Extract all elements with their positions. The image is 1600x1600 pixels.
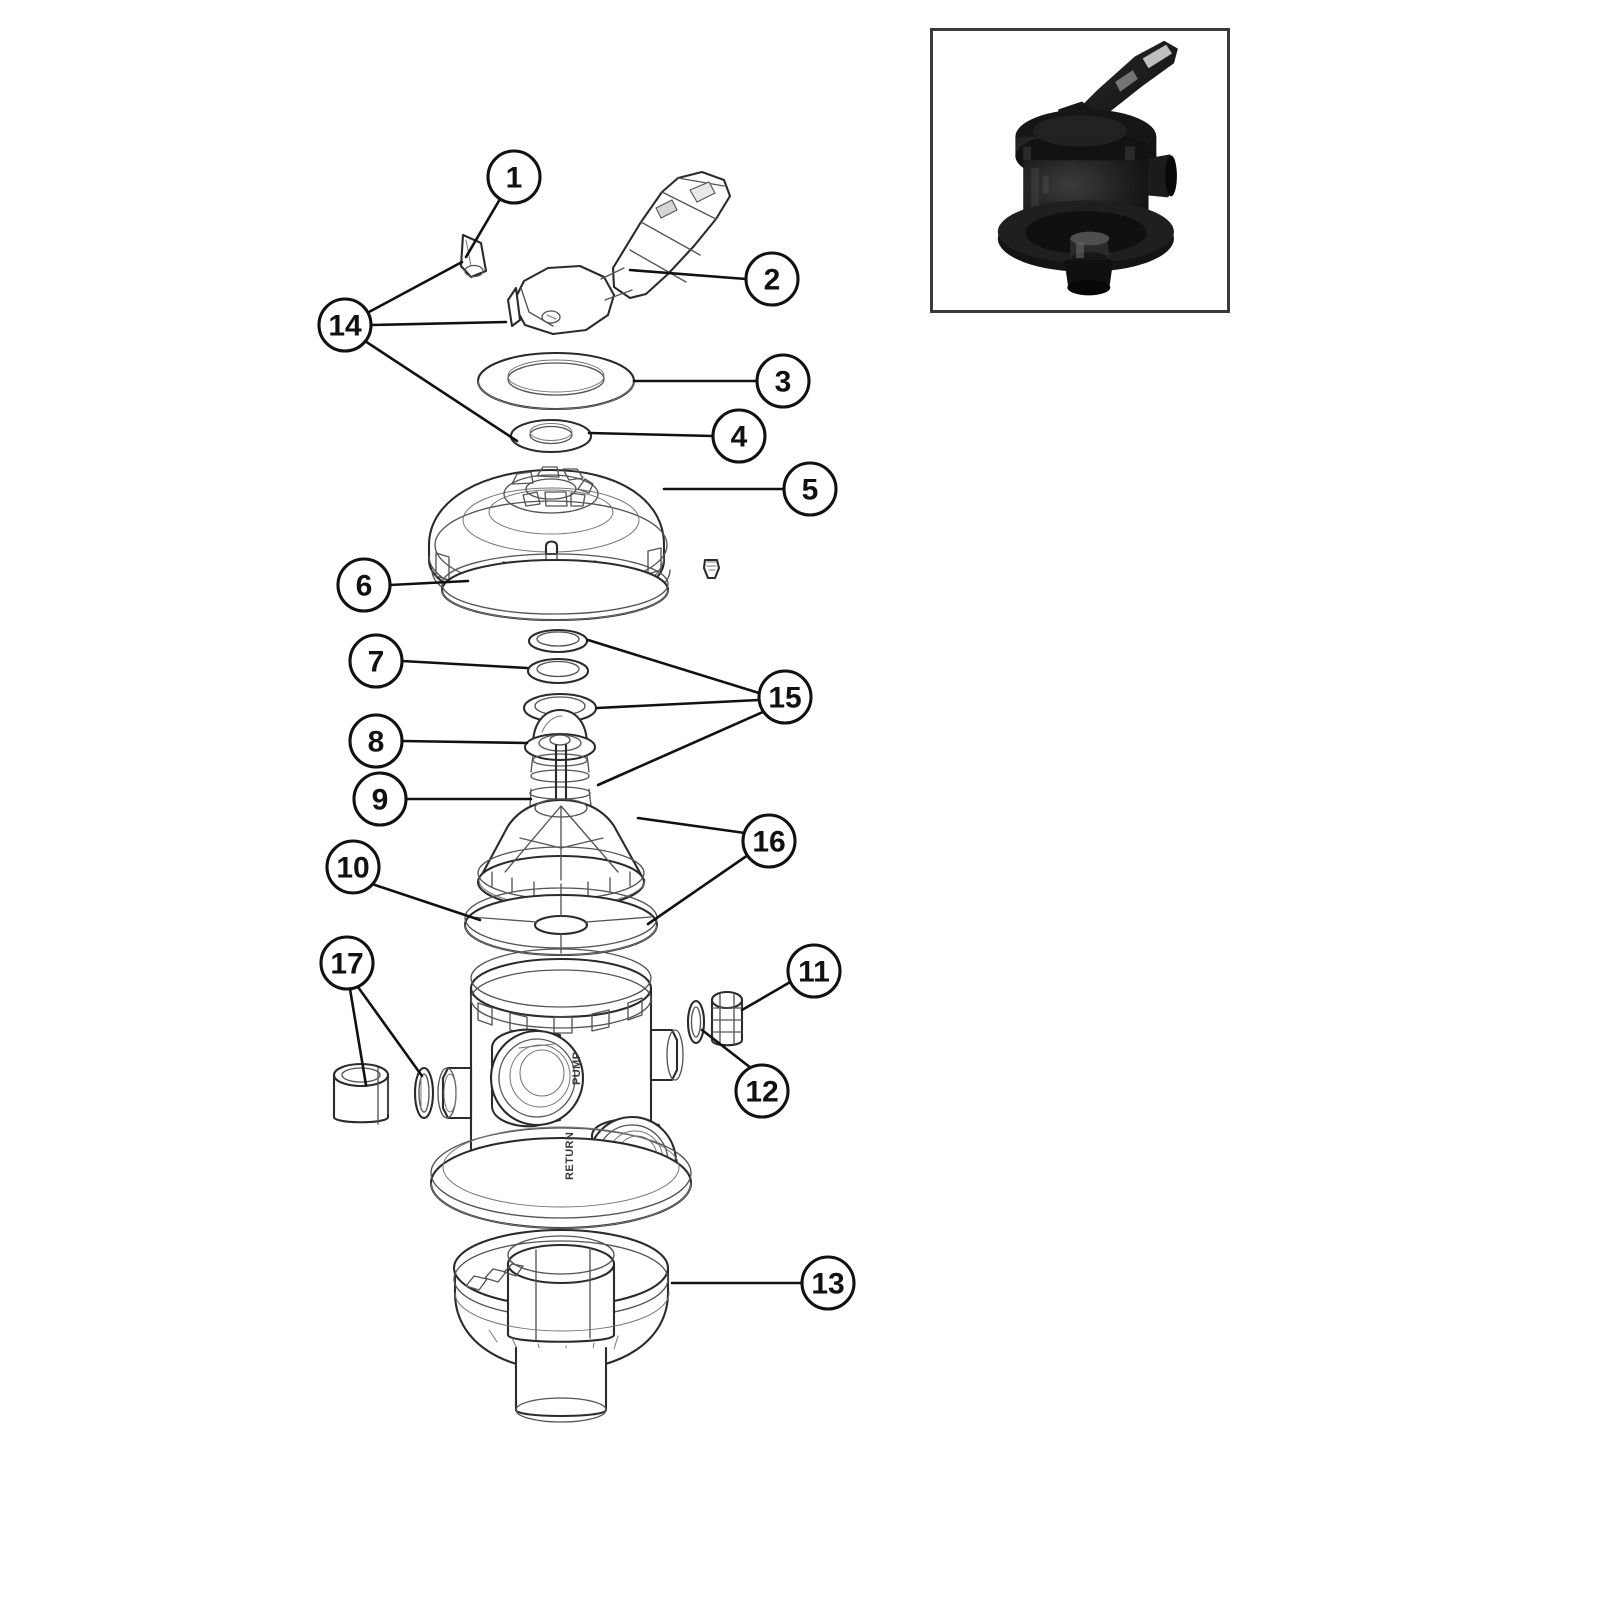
callout-4-label: 4 bbox=[731, 421, 748, 454]
part-lateral-diffuser bbox=[452, 1228, 670, 1423]
body-text-return: RETURN bbox=[564, 1132, 576, 1180]
callout-11-label: 11 bbox=[798, 956, 830, 989]
callout-6-label: 6 bbox=[356, 570, 373, 603]
callout-12[interactable]: 12 bbox=[734, 1063, 790, 1119]
part-diffuser-gasket bbox=[463, 887, 659, 957]
callout-7[interactable]: 7 bbox=[348, 633, 404, 689]
callout-7-label: 7 bbox=[368, 646, 385, 679]
callout-3[interactable]: 3 bbox=[755, 353, 811, 409]
callout-2[interactable]: 2 bbox=[744, 251, 800, 307]
photo-base-flange bbox=[997, 200, 1174, 296]
part-cover-gasket bbox=[440, 553, 670, 622]
callout-8-label: 8 bbox=[368, 726, 385, 759]
body-label-pump: PUMP bbox=[571, 1052, 583, 1085]
callout-17[interactable]: 17 bbox=[319, 935, 375, 991]
callout-13-label: 13 bbox=[811, 1268, 844, 1301]
callout-1[interactable]: 1 bbox=[486, 149, 542, 205]
part-handle-pin bbox=[459, 233, 488, 279]
callout-17-label: 17 bbox=[330, 948, 363, 981]
callout-16[interactable]: 16 bbox=[741, 813, 797, 869]
callout-5[interactable]: 5 bbox=[782, 461, 838, 517]
body-text-pump: PUMP bbox=[571, 1052, 583, 1085]
part-drain-cap bbox=[710, 990, 744, 1047]
callout-group: 1 2 3 4 5 6 7 bbox=[317, 149, 856, 1311]
product-photo-inset bbox=[930, 28, 1230, 313]
callout-9-label: 9 bbox=[372, 784, 389, 817]
callout-15-label: 15 bbox=[768, 682, 801, 715]
callout-10-label: 10 bbox=[336, 852, 369, 885]
callout-14-label: 14 bbox=[328, 310, 362, 343]
part-spring-retainer-washer bbox=[509, 418, 593, 454]
callout-1-label: 1 bbox=[506, 162, 523, 195]
part-handle-washer bbox=[476, 351, 636, 411]
callout-5-label: 5 bbox=[802, 474, 819, 507]
part-union-o-ring bbox=[413, 1066, 435, 1120]
body-port-pump bbox=[489, 1028, 585, 1128]
part-drain-cap-o-ring bbox=[686, 999, 706, 1045]
callout-8[interactable]: 8 bbox=[348, 713, 404, 769]
product-photo-graphic bbox=[933, 31, 1227, 310]
callout-10[interactable]: 10 bbox=[325, 839, 381, 895]
part-valve-body: PUMP RETURN bbox=[429, 948, 693, 1230]
callout-14[interactable]: 14 bbox=[317, 297, 373, 353]
callout-6[interactable]: 6 bbox=[336, 557, 392, 613]
part-cover-screw bbox=[702, 558, 721, 580]
callout-2-label: 2 bbox=[764, 264, 781, 297]
part-handle-lever bbox=[506, 170, 732, 336]
part-union-adapter bbox=[332, 1062, 390, 1125]
callout-11[interactable]: 11 bbox=[786, 943, 842, 999]
leader-lines bbox=[348, 197, 804, 1285]
callout-16-label: 16 bbox=[752, 826, 785, 859]
callout-12-label: 12 bbox=[745, 1076, 778, 1109]
part-rotor-cone bbox=[476, 798, 646, 910]
cover-spline-hub bbox=[503, 466, 599, 514]
body-label-return: RETURN bbox=[564, 1132, 576, 1180]
callout-3-label: 3 bbox=[775, 366, 792, 399]
part-o-ring-seal-kit bbox=[522, 628, 598, 724]
callout-15[interactable]: 15 bbox=[757, 669, 813, 725]
callout-13[interactable]: 13 bbox=[800, 1255, 856, 1311]
part-stem-cap bbox=[523, 708, 597, 762]
callout-4[interactable]: 4 bbox=[711, 408, 767, 464]
callout-9[interactable]: 9 bbox=[352, 771, 408, 827]
